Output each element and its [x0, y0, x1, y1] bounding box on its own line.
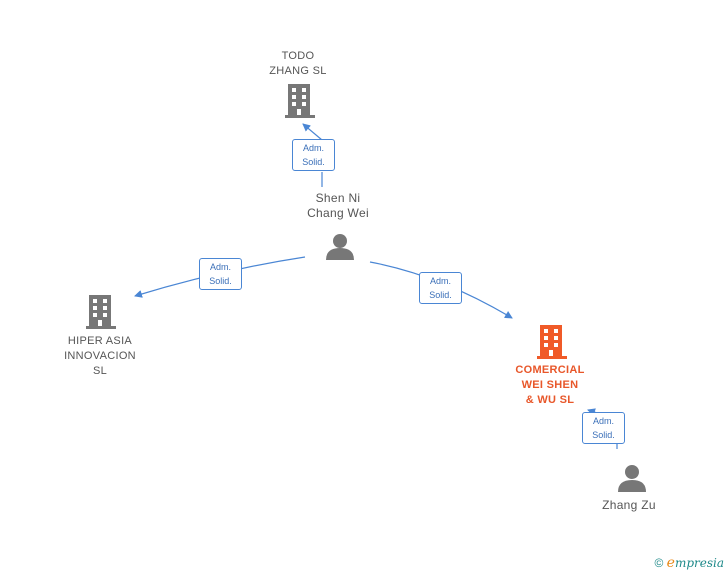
node-label-todo-zhang[interactable]: TODO ZHANG SL — [269, 50, 327, 77]
building-icon[interactable] — [86, 295, 116, 329]
copyright-icon: © — [654, 556, 664, 570]
edge-label-todo-zhang[interactable]: Adm. Solid. — [292, 139, 335, 171]
node-label-zhang-zu[interactable]: Zhang Zu — [602, 498, 656, 512]
building-icon[interactable] — [285, 84, 315, 118]
edge-label-zhang-zu[interactable]: Adm. Solid. — [582, 412, 625, 444]
edge-label-comercial-wei[interactable]: Adm. Solid. — [419, 272, 462, 304]
edge-shen-ni-to-todo-zhang[interactable] — [303, 124, 323, 187]
node-label-comercial-wei[interactable]: COMERCIAL WEI SHEN & WU SL — [515, 364, 585, 406]
node-label-shen-ni[interactable]: Shen Ni Chang Wei — [307, 191, 369, 220]
brand-logo-text: mpresia — [674, 556, 724, 570]
edge-label-hiper-asia[interactable]: Adm. Solid. — [199, 258, 242, 290]
person-icon[interactable] — [326, 234, 354, 260]
node-label-hiper-asia[interactable]: HIPER ASIA INNOVACION SL — [64, 335, 136, 377]
building-icon[interactable] — [537, 325, 567, 359]
empresia-brand[interactable]: © empresia — [654, 555, 724, 571]
brand-logo-e: e — [666, 555, 675, 571]
person-icon[interactable] — [618, 465, 646, 492]
